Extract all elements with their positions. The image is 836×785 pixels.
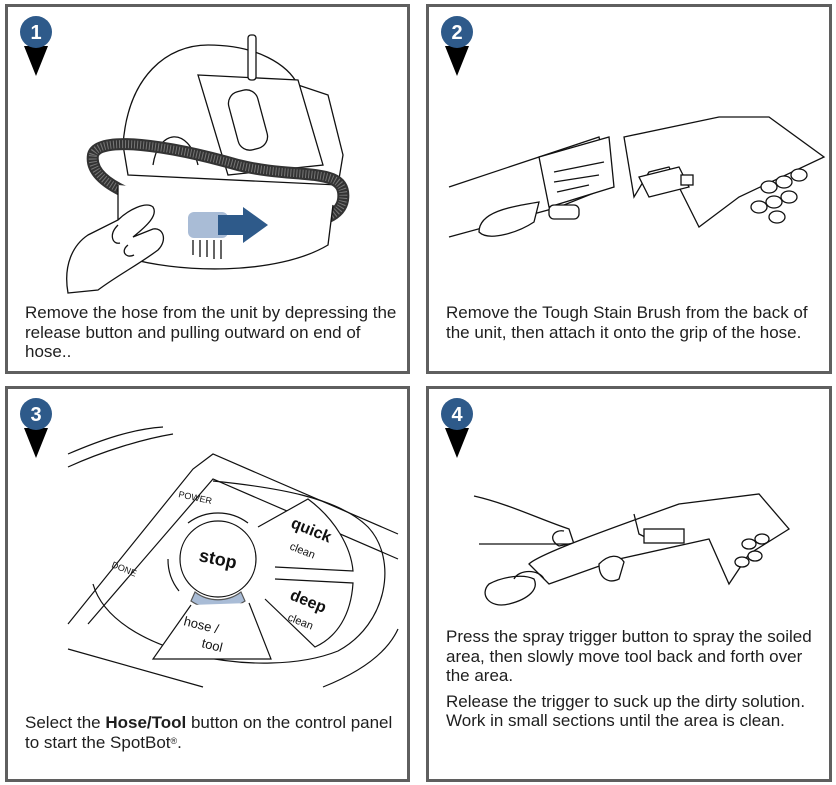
step-number: 2: [451, 22, 462, 44]
step-1-caption: Remove the hose from the unit by depress…: [25, 303, 397, 361]
down-arrow-icon: [445, 46, 469, 76]
registered-mark: ®: [170, 735, 178, 746]
done-label: DONE: [110, 560, 138, 579]
step-2-caption: Remove the Tough Stain Brush from the ba…: [446, 303, 808, 342]
step-number-circle: [441, 16, 473, 48]
hose-tool-sub-label: tool: [200, 635, 224, 655]
caption-text: .: [177, 732, 182, 752]
brush-attach-illustration: [439, 97, 829, 247]
step-number: 1: [30, 22, 41, 44]
step-4-caption-part-1: Press the spray trigger button to spray …: [446, 627, 812, 685]
step-number-circle: [20, 16, 52, 48]
spray-trigger-illustration: [459, 484, 799, 614]
hose-removal-illustration: [58, 15, 358, 295]
spray-trigger: [598, 555, 625, 582]
step-badge: 4: [441, 398, 473, 458]
step-2-panel: 2 Remove the Tough Stain Brush from the …: [426, 4, 832, 374]
step-badge: 2: [441, 16, 473, 76]
step-3-caption: Select the Hose/Tool button on the contr…: [25, 713, 397, 752]
step-number: 4: [451, 404, 463, 426]
step-4-panel: 4 Press the spray trigger button to spra…: [426, 386, 832, 782]
deep-clean-button: [264, 578, 354, 648]
quick-clean-button: [257, 498, 354, 572]
down-arrow-icon: [24, 46, 48, 76]
pull-arrow-icon: [218, 207, 268, 243]
caption-text: Select the: [25, 713, 106, 732]
down-arrow-icon: [24, 428, 48, 458]
down-arrow-icon: [445, 428, 469, 458]
control-panel-illustration: POWER DONE stop quick clean deep clean h…: [53, 419, 403, 694]
step-4-caption: Press the spray trigger button to spray …: [446, 627, 819, 737]
hose-tool-emphasis: Hose/Tool: [105, 713, 187, 732]
caption-text: button on the control panel to start the…: [25, 713, 393, 752]
step-1-panel: 1 Remove the hose from the unit by depre…: [5, 4, 410, 374]
step-4-caption-part-2: Release the trigger to suck up the dirty…: [446, 691, 806, 731]
hose-tool-button: [151, 602, 272, 660]
stop-button: [179, 520, 257, 598]
power-label: POWER: [178, 489, 214, 506]
step-badge: 3: [20, 398, 52, 458]
step-number: 3: [30, 404, 41, 426]
step-number-circle: [20, 398, 52, 430]
step-3-panel: 3 POWER: [5, 386, 410, 782]
step-badge: 1: [20, 16, 52, 76]
step-number-circle: [441, 398, 473, 430]
